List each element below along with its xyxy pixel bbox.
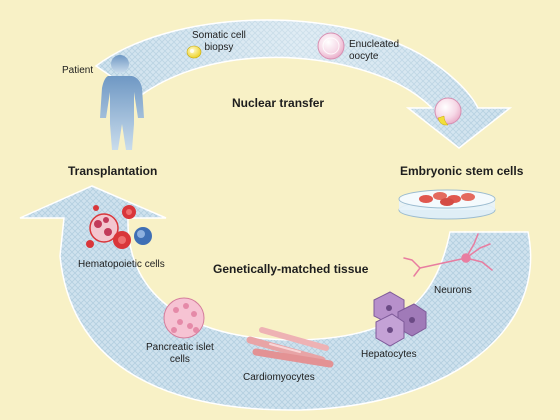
- transplantation-arrow: [19, 185, 532, 411]
- somatic-cell-icon: [186, 45, 202, 59]
- genetically-matched-tissue-label: Genetically-matched tissue: [213, 262, 369, 276]
- hepatocytes-label: Hepatocytes: [361, 349, 417, 360]
- embryonic-stem-cells-label: Embryonic stem cells: [400, 164, 524, 178]
- neurons-icon: [403, 233, 493, 277]
- nuclear-transfer-arrow: [94, 19, 513, 149]
- neurons-label: Neurons: [434, 285, 472, 296]
- reconstructed-oocyte-icon: [434, 97, 462, 126]
- somatic-biopsy-label: Somatic cell biopsy: [192, 30, 246, 53]
- enucleated-oocyte-label: Enucleated oocyte: [349, 39, 400, 62]
- hematopoietic-cells-icon: [86, 205, 152, 249]
- pancreatic-islet-cells-label: Pancreatic islet cells: [146, 342, 214, 365]
- hepatocytes-icon: [373, 291, 427, 347]
- transplantation-label: Transplantation: [68, 164, 158, 178]
- petri-dish-icon: [398, 189, 496, 220]
- cardiomyocytes-label: Cardiomyocytes: [243, 372, 315, 383]
- patient-label: Patient: [62, 65, 94, 76]
- cardiomyocytes-icon: [246, 327, 334, 368]
- pancreatic-islet-icon: [163, 297, 205, 339]
- patient-figure: [100, 55, 144, 150]
- enucleated-oocyte-icon: [317, 32, 345, 60]
- hematopoietic-cells-label: Hematopoietic cells: [78, 259, 165, 270]
- nuclear-transfer-label: Nuclear transfer: [232, 96, 325, 110]
